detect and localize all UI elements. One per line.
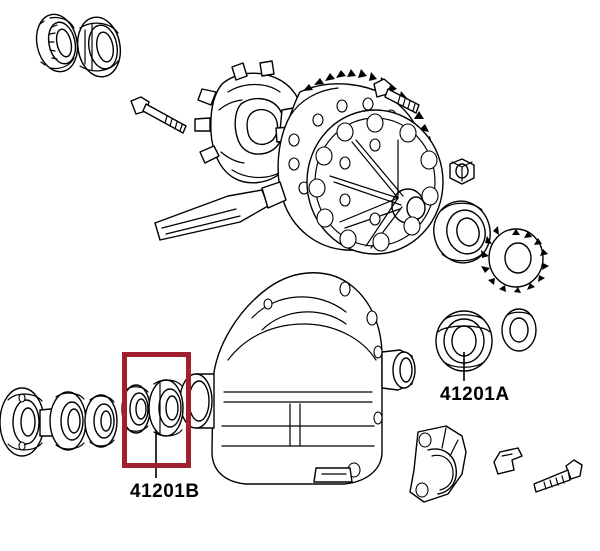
part-label-41201b: 41201B bbox=[130, 481, 200, 502]
pinion-bearing-bolt bbox=[130, 96, 187, 134]
carrier-housing bbox=[179, 272, 416, 485]
part-label-41201a: 41201A bbox=[440, 384, 510, 405]
adjusting-nut bbox=[481, 226, 549, 293]
lock-nut bbox=[449, 158, 475, 185]
ring-gear-bolt bbox=[373, 78, 420, 114]
side-gear-flange bbox=[306, 109, 444, 255]
oil-seal bbox=[84, 394, 118, 448]
rear-pinion-bearing-41201b bbox=[148, 379, 184, 437]
pinion-bearing-41201a bbox=[435, 310, 493, 372]
pinion-shaft bbox=[154, 181, 287, 241]
flange-bolt-bosses bbox=[308, 113, 439, 252]
lock-plate bbox=[493, 447, 523, 475]
shim-washer bbox=[501, 308, 537, 352]
cap-bolt bbox=[533, 459, 583, 493]
side-bearing bbox=[433, 200, 491, 264]
front-pinion-bearing-41201b bbox=[121, 384, 151, 434]
bearing-cap bbox=[409, 425, 467, 503]
highlight-box-41201b bbox=[122, 352, 191, 468]
dust-deflector bbox=[49, 391, 87, 451]
pinion-bearing-pair-top-left bbox=[35, 13, 122, 78]
